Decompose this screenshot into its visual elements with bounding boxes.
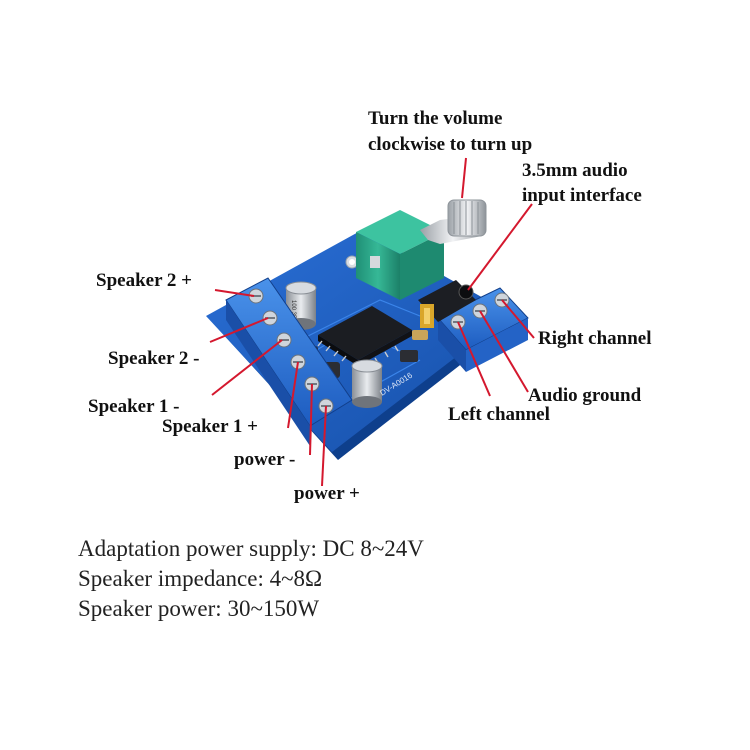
capacitor-bottom xyxy=(351,359,383,408)
label-audio-line2: input interface xyxy=(522,185,642,206)
leader-audio-ground xyxy=(479,310,529,393)
label-power-minus: power - xyxy=(234,449,296,470)
label-speaker2-plus: Speaker 2 + xyxy=(96,270,192,291)
volume-potentiometer xyxy=(356,199,487,300)
speaker-power-terminal-block xyxy=(225,277,353,446)
spec-power-supply: Adaptation power supply: DC 8~24V xyxy=(78,536,424,561)
label-speaker1-plus: Speaker 1 + xyxy=(162,416,258,437)
label-speaker1-minus: Speaker 1 - xyxy=(88,396,180,417)
label-volume-line1: Turn the volume xyxy=(368,108,503,129)
leader-lines xyxy=(209,157,535,487)
label-left-channel: Left channel xyxy=(448,404,550,425)
leader-speaker1-plus xyxy=(287,361,299,429)
spec-speaker-power: Speaker power: 30~150W xyxy=(78,596,320,621)
label-volume-line2: clockwise to turn up xyxy=(368,134,533,155)
label-audio-line1: 3.5mm audio xyxy=(522,160,628,181)
leader-left-channel xyxy=(457,321,491,397)
leader-power-minus xyxy=(309,383,313,456)
leader-speaker1-minus xyxy=(211,339,283,396)
spec-impedance: Speaker impedance: 4~8Ω xyxy=(78,566,323,591)
leader-speaker2-minus xyxy=(209,317,269,343)
leader-speaker2-plus xyxy=(214,289,255,297)
label-audio-ground: Audio ground xyxy=(528,385,642,406)
label-speaker2-minus: Speaker 2 - xyxy=(108,348,200,369)
leader-volume xyxy=(461,157,467,199)
leader-power-plus xyxy=(321,405,327,487)
leader-audio-jack xyxy=(467,203,533,291)
label-power-plus: power + xyxy=(294,483,360,504)
label-right-channel: Right channel xyxy=(538,328,652,349)
leader-right-channel xyxy=(501,299,535,339)
amplifier-chip xyxy=(317,306,412,370)
